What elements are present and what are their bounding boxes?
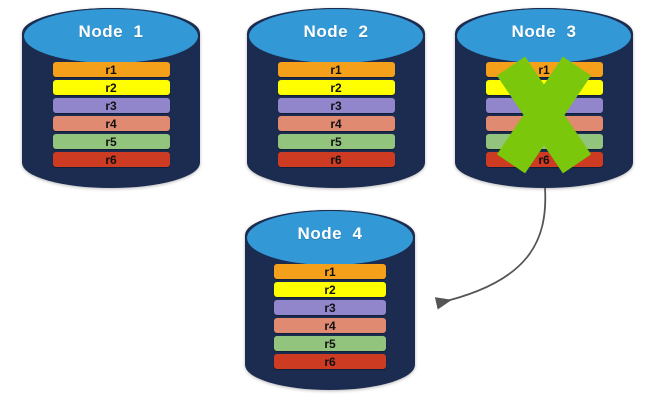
record-r5[interactable]: r5 (277, 134, 395, 149)
record-label: r4 (105, 116, 117, 131)
record-label: r3 (324, 300, 336, 315)
record-label: r5 (324, 336, 336, 351)
node-2-records: r1 r2 r3 r4 r5 r6 (247, 62, 425, 170)
node-4-label: Node 4 (297, 224, 363, 243)
record-r5[interactable]: r5 (52, 134, 170, 149)
node-4-top-disc (246, 210, 414, 266)
record-label: r2 (330, 80, 342, 95)
record-r3[interactable]: r3 (274, 300, 386, 315)
node-1-top-disc (23, 8, 199, 64)
record-r4[interactable]: r4 (277, 116, 395, 131)
record-label: r5 (105, 134, 117, 149)
node-3-label: Node 3 (511, 22, 577, 41)
record-r6[interactable]: r6 (485, 152, 603, 167)
record-label: r1 (538, 62, 550, 77)
record-r2[interactable]: r2 (274, 282, 386, 297)
record-r6[interactable]: r6 (277, 152, 395, 167)
record-r4[interactable]: r4 (485, 116, 603, 131)
record-r6[interactable]: r6 (274, 354, 386, 369)
record-r2[interactable]: r2 (485, 80, 603, 95)
record-r3[interactable]: r3 (485, 98, 603, 113)
record-label: r1 (105, 62, 117, 77)
record-label: r4 (330, 116, 342, 131)
record-r1[interactable]: r1 (52, 62, 170, 77)
node-1-label: Node 1 (78, 22, 144, 41)
record-label: r3 (330, 98, 342, 113)
record-label: r1 (330, 62, 342, 77)
node-3[interactable]: Node 3 r1 r2 r3 r4 r5 r6 (455, 8, 633, 188)
record-r6[interactable]: r6 (52, 152, 170, 167)
record-label: r3 (105, 98, 117, 113)
node-2-label: Node 2 (303, 22, 369, 41)
record-r2[interactable]: r2 (277, 80, 395, 95)
node-2-top-disc (248, 8, 424, 64)
record-label: r6 (105, 152, 117, 167)
node-4-records: r1 r2 r3 r4 r5 r6 (245, 264, 415, 372)
record-r5[interactable]: r5 (274, 336, 386, 351)
record-r1[interactable]: r1 (277, 62, 395, 77)
record-r3[interactable]: r3 (277, 98, 395, 113)
record-r4[interactable]: r4 (274, 318, 386, 333)
record-label: r1 (324, 264, 336, 279)
record-label: r2 (538, 80, 550, 95)
record-r1[interactable]: r1 (485, 62, 603, 77)
node-1-records: r1 r2 r3 r4 r5 r6 (22, 62, 200, 170)
node-2[interactable]: Node 2 r1 r2 r3 r4 r5 r6 (247, 8, 425, 188)
node-1[interactable]: Node 1 r1 r2 r3 r4 r5 r6 (22, 8, 200, 188)
node-3-records: r1 r2 r3 r4 r5 r6 (455, 62, 633, 170)
record-label: r6 (538, 152, 550, 167)
record-label: r5 (538, 134, 550, 149)
record-label: r4 (538, 116, 550, 131)
record-label: r6 (330, 152, 342, 167)
record-r4[interactable]: r4 (52, 116, 170, 131)
record-r3[interactable]: r3 (52, 98, 170, 113)
record-label: r2 (105, 80, 117, 95)
record-label: r4 (324, 318, 336, 333)
record-r5[interactable]: r5 (485, 134, 603, 149)
record-r1[interactable]: r1 (274, 264, 386, 279)
record-label: r6 (324, 354, 336, 369)
record-label: r5 (330, 134, 342, 149)
record-label: r3 (538, 98, 550, 113)
node-4[interactable]: Node 4 r1 r2 r3 r4 r5 r6 (245, 210, 415, 390)
record-label: r2 (324, 282, 336, 297)
record-r2[interactable]: r2 (52, 80, 170, 95)
